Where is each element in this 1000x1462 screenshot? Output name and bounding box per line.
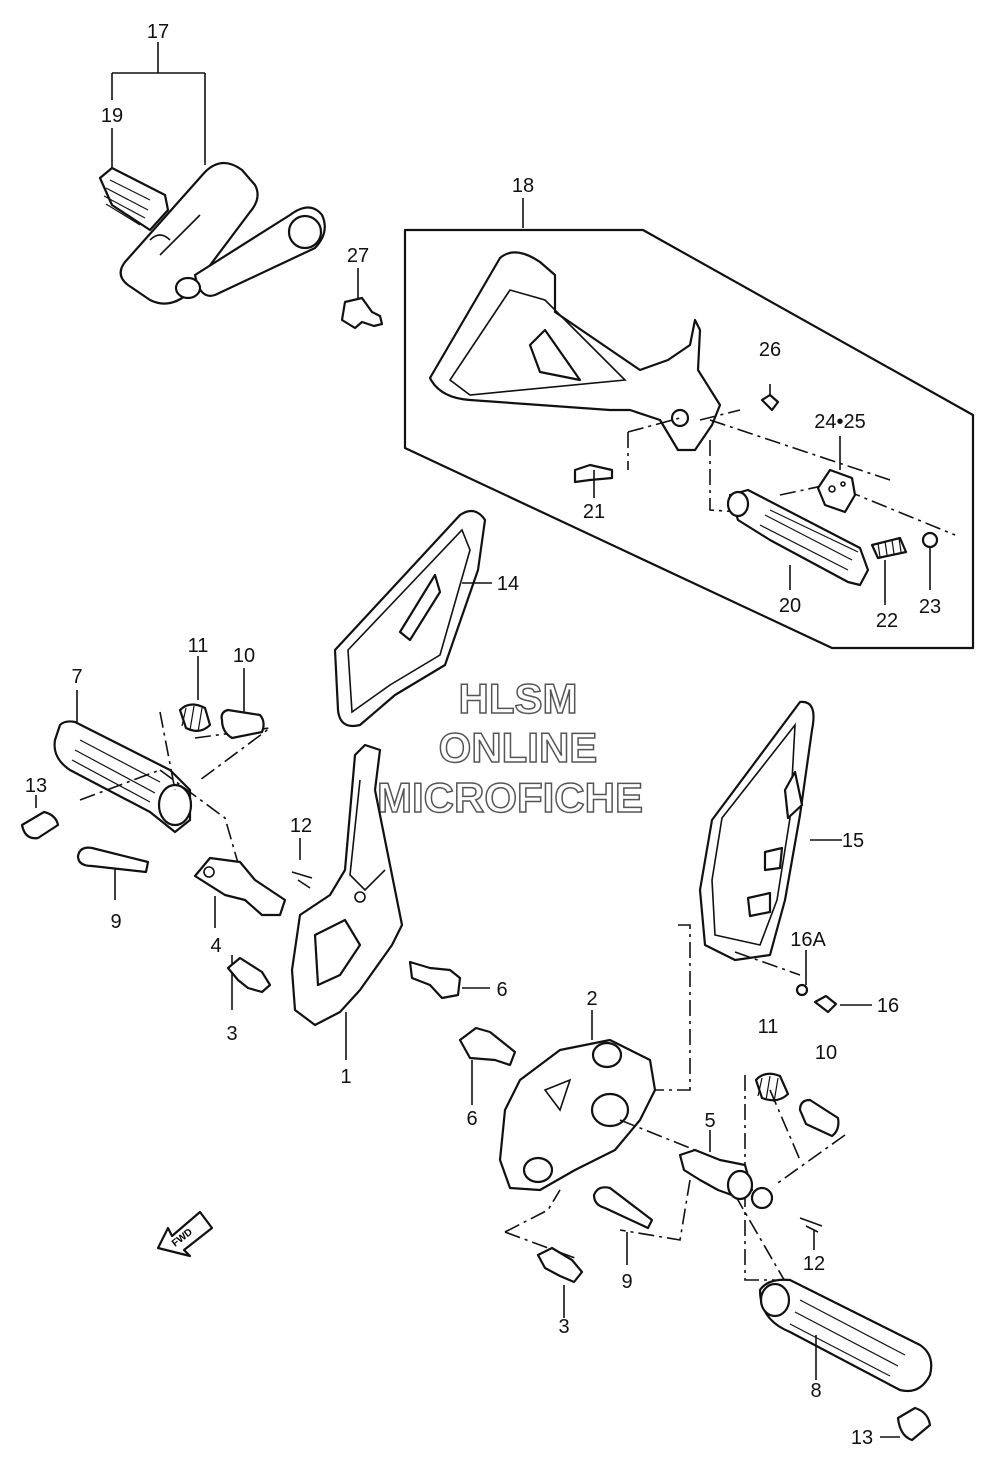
callout-9-left: 9 bbox=[110, 911, 121, 933]
peg-7 bbox=[53, 720, 192, 834]
callout-21: 21 bbox=[583, 501, 605, 523]
bolt-6-left bbox=[408, 960, 462, 1000]
callout-17: 17 bbox=[147, 21, 169, 43]
callout-5: 5 bbox=[704, 1110, 715, 1132]
pin-9-right bbox=[592, 1186, 654, 1230]
clip-26 bbox=[760, 393, 780, 412]
bracket-2 bbox=[458, 1010, 657, 1192]
adjuster-13-right bbox=[896, 1406, 932, 1442]
callout-13-left: 13 bbox=[25, 775, 47, 797]
plate-24-25 bbox=[816, 468, 857, 514]
callout-24-25: 24•25 bbox=[814, 411, 866, 433]
spring-11-left bbox=[178, 703, 212, 732]
ball-23 bbox=[921, 531, 939, 549]
callout-10-right: 10 bbox=[815, 1042, 837, 1064]
callout-12-left: 12 bbox=[290, 815, 312, 837]
inset-box-18 bbox=[403, 198, 975, 650]
callout-8: 8 bbox=[810, 1380, 821, 1402]
callout-19: 19 bbox=[101, 105, 123, 127]
bolt-3-right bbox=[536, 1246, 584, 1284]
callout-3-left: 3 bbox=[226, 1023, 237, 1045]
watermark-line-3: MICROFICHE bbox=[377, 774, 643, 821]
pin-10-left bbox=[220, 708, 265, 740]
callout-labels: 17 19 18 27 26 24•25 21 20 22 23 14 11 1… bbox=[25, 21, 941, 1449]
callout-2: 2 bbox=[586, 988, 597, 1010]
heel-guard-15 bbox=[650, 700, 872, 1091]
callout-10-left: 10 bbox=[233, 645, 255, 667]
callout-13-right: 13 bbox=[851, 1427, 873, 1449]
left-footrest-group bbox=[20, 656, 313, 1010]
fwd-arrow-icon: FWD bbox=[156, 1210, 214, 1258]
right-footrest-group bbox=[504, 1072, 933, 1442]
rear-footrest-assembly bbox=[98, 42, 326, 305]
spring-22 bbox=[870, 536, 908, 560]
callout-27: 27 bbox=[347, 245, 369, 267]
peg-8 bbox=[758, 1278, 933, 1393]
pin-10-right bbox=[798, 1098, 840, 1138]
pin-9-left bbox=[76, 846, 150, 874]
callout-3-right: 3 bbox=[558, 1316, 569, 1338]
washer-16a bbox=[795, 983, 809, 997]
watermark: HLSM ONLINE MICROFICHE bbox=[376, 674, 644, 822]
callout-16a: 16A bbox=[790, 929, 826, 951]
callout-6-left: 6 bbox=[496, 979, 507, 1001]
bolt-27 bbox=[340, 268, 384, 330]
rear-bracket-17 bbox=[119, 161, 259, 305]
spring-11-right bbox=[754, 1072, 790, 1102]
bolt-3-left bbox=[226, 956, 272, 994]
callout-15: 15 bbox=[842, 830, 864, 852]
adjuster-13-left bbox=[20, 810, 60, 840]
callout-1: 1 bbox=[340, 1066, 351, 1088]
bracket-1 bbox=[290, 743, 490, 1060]
callout-18: 18 bbox=[512, 175, 534, 197]
callout-16: 16 bbox=[877, 995, 899, 1017]
callout-4: 4 bbox=[210, 935, 221, 957]
watermark-line-2: ONLINE bbox=[439, 724, 598, 771]
callout-22: 22 bbox=[876, 610, 898, 632]
pivot-4 bbox=[193, 856, 287, 917]
clip-12-right bbox=[799, 1217, 823, 1233]
callout-26: 26 bbox=[759, 339, 781, 361]
callout-6-right: 6 bbox=[466, 1108, 477, 1130]
callout-14: 14 bbox=[497, 573, 519, 595]
callout-7: 7 bbox=[71, 666, 82, 688]
watermark-line-1: HLSM bbox=[459, 675, 578, 722]
callout-23: 23 bbox=[919, 596, 941, 618]
heel-guard-14 bbox=[333, 509, 492, 728]
bolt-6-right bbox=[458, 1026, 517, 1067]
callout-11-right: 11 bbox=[758, 1016, 779, 1038]
callout-11-left: 11 bbox=[188, 635, 209, 657]
clip-12-left bbox=[291, 871, 313, 889]
callout-9-right: 9 bbox=[621, 1271, 632, 1293]
callout-12-right: 12 bbox=[803, 1253, 825, 1275]
peg-20 bbox=[728, 488, 870, 587]
screw-16 bbox=[813, 994, 838, 1014]
callout-20: 20 bbox=[779, 595, 801, 617]
